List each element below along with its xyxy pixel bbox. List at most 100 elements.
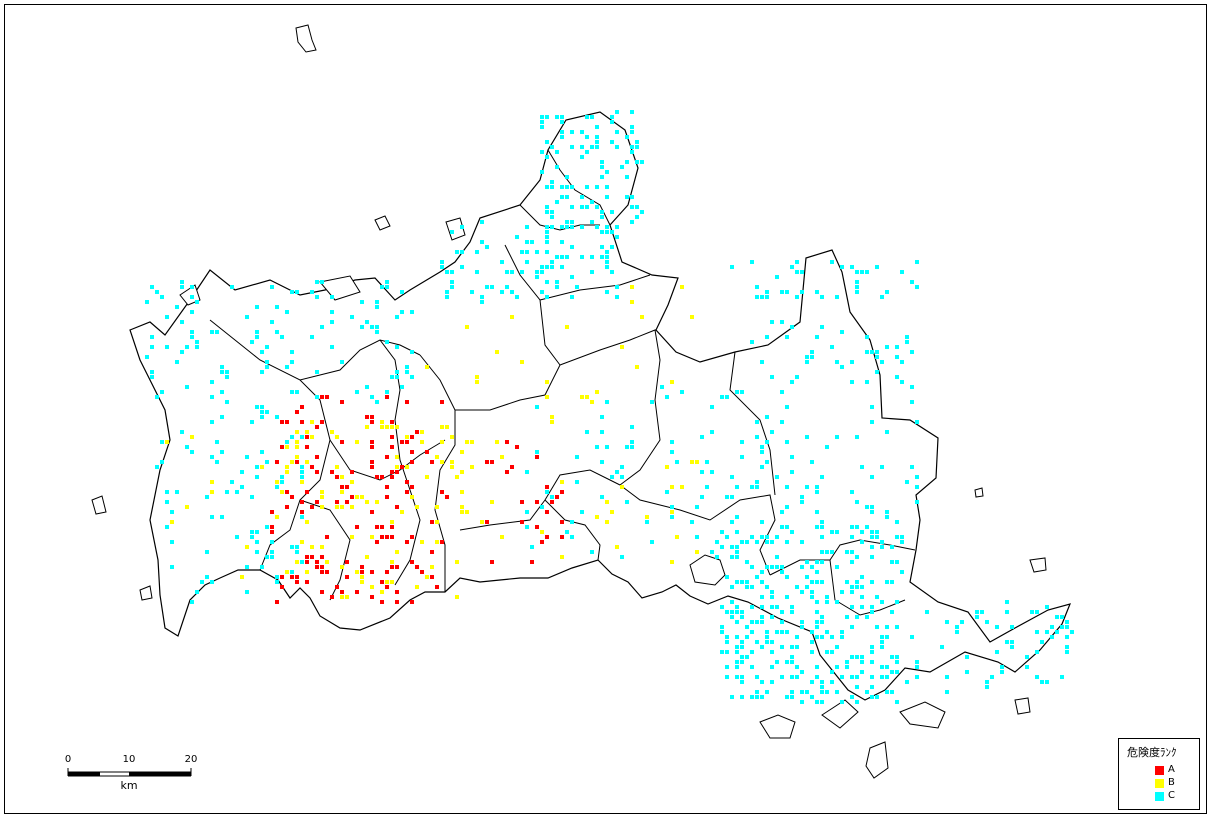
- hazard-cell-a: [370, 445, 374, 449]
- hazard-cell-c: [870, 555, 874, 559]
- hazard-cell-c: [565, 175, 569, 179]
- hazard-cell-c: [760, 445, 764, 449]
- hazard-cell-c: [740, 455, 744, 459]
- hazard-cell-c: [835, 530, 839, 534]
- hazard-cell-c: [250, 340, 254, 344]
- hazard-cell-c: [545, 115, 549, 119]
- hazard-cell-c: [695, 505, 699, 509]
- hazard-cell-c: [870, 535, 874, 539]
- hazard-cell-a: [440, 400, 444, 404]
- hazard-cell-c: [750, 695, 754, 699]
- hazard-cell-c: [730, 495, 734, 499]
- hazard-cell-c: [555, 280, 559, 284]
- hazard-cell-c: [785, 540, 789, 544]
- hazard-cell-c: [270, 320, 274, 324]
- hazard-cell-c: [765, 440, 769, 444]
- hazard-cell-a: [490, 460, 494, 464]
- hazard-cell-b: [615, 545, 619, 549]
- hazard-cell-a: [505, 440, 509, 444]
- scale-tick-20: 20: [184, 754, 198, 765]
- hazard-cell-c: [925, 610, 929, 614]
- hazard-cell-c: [765, 630, 769, 634]
- hazard-cell-c: [805, 690, 809, 694]
- hazard-cell-c: [870, 610, 874, 614]
- hazard-cell-c: [1005, 640, 1009, 644]
- hazard-cell-c: [250, 495, 254, 499]
- hazard-cell-a: [405, 540, 409, 544]
- hazard-cell-c: [815, 635, 819, 639]
- hazard-cell-c: [330, 320, 334, 324]
- hazard-cell-a: [305, 435, 309, 439]
- hazard-cell-c: [165, 525, 169, 529]
- hazard-cell-b: [550, 415, 554, 419]
- hazard-cell-c: [780, 290, 784, 294]
- hazard-cell-c: [750, 585, 754, 589]
- hazard-cell-c: [360, 300, 364, 304]
- hazard-cell-c: [980, 610, 984, 614]
- hazard-cell-b: [460, 490, 464, 494]
- hazard-cell-c: [265, 555, 269, 559]
- hazard-cell-a: [380, 580, 384, 584]
- hazard-cell-b: [360, 580, 364, 584]
- hazard-cell-c: [375, 325, 379, 329]
- hazard-cell-c: [850, 380, 854, 384]
- hazard-cell-a: [385, 585, 389, 589]
- hazard-cell-c: [600, 165, 604, 169]
- hazard-cell-b: [365, 500, 369, 504]
- hazard-cell-a: [305, 445, 309, 449]
- hazard-cell-c: [915, 260, 919, 264]
- hazard-cell-c: [545, 210, 549, 214]
- hazard-cell-b: [450, 435, 454, 439]
- hazard-cell-a: [560, 490, 564, 494]
- hazard-cell-b: [665, 465, 669, 469]
- hazard-cell-c: [880, 540, 884, 544]
- hazard-cell-a: [410, 485, 414, 489]
- hazard-cell-c: [725, 395, 729, 399]
- hazard-cell-c: [570, 295, 574, 299]
- hazard-cell-c: [780, 320, 784, 324]
- hazard-cell-b: [400, 510, 404, 514]
- hazard-cell-c: [860, 585, 864, 589]
- hazard-cell-c: [300, 470, 304, 474]
- hazard-cell-a: [535, 455, 539, 459]
- hazard-cell-c: [265, 525, 269, 529]
- hazard-cell-b: [690, 460, 694, 464]
- hazard-cell-c: [765, 565, 769, 569]
- hazard-cell-c: [555, 200, 559, 204]
- hazard-cell-b: [670, 560, 674, 564]
- hazard-cell-c: [320, 280, 324, 284]
- hazard-cell-c: [315, 295, 319, 299]
- hazard-cell-b: [340, 565, 344, 569]
- hazard-cell-c: [520, 270, 524, 274]
- hazard-cell-c: [765, 585, 769, 589]
- hazard-cell-c: [955, 625, 959, 629]
- hazard-cell-a: [390, 420, 394, 424]
- hazard-cell-c: [765, 415, 769, 419]
- hazard-cell-c: [850, 535, 854, 539]
- hazard-cell-c: [770, 615, 774, 619]
- hazard-cell-b: [390, 560, 394, 564]
- hazard-cell-c: [515, 295, 519, 299]
- hazard-cell-a: [315, 500, 319, 504]
- hazard-cell-c: [740, 440, 744, 444]
- hazard-cell-c: [385, 390, 389, 394]
- hazard-cell-a: [305, 555, 309, 559]
- hazard-cell-c: [785, 695, 789, 699]
- hazard-cell-b: [310, 435, 314, 439]
- hazard-cell-b: [320, 490, 324, 494]
- hazard-cell-c: [375, 305, 379, 309]
- hazard-cell-c: [780, 510, 784, 514]
- hazard-cell-a: [410, 600, 414, 604]
- hazard-cell-c: [870, 685, 874, 689]
- hazard-cell-b: [370, 535, 374, 539]
- hazard-cell-c: [560, 240, 564, 244]
- hazard-cell-c: [615, 130, 619, 134]
- hazard-cell-c: [855, 285, 859, 289]
- hazard-cell-c: [620, 555, 624, 559]
- hazard-cell-c: [220, 365, 224, 369]
- hazard-cell-c: [720, 545, 724, 549]
- hazard-cell-c: [780, 610, 784, 614]
- hazard-cell-c: [165, 345, 169, 349]
- hazard-cell-c: [470, 290, 474, 294]
- hazard-cell-c: [595, 140, 599, 144]
